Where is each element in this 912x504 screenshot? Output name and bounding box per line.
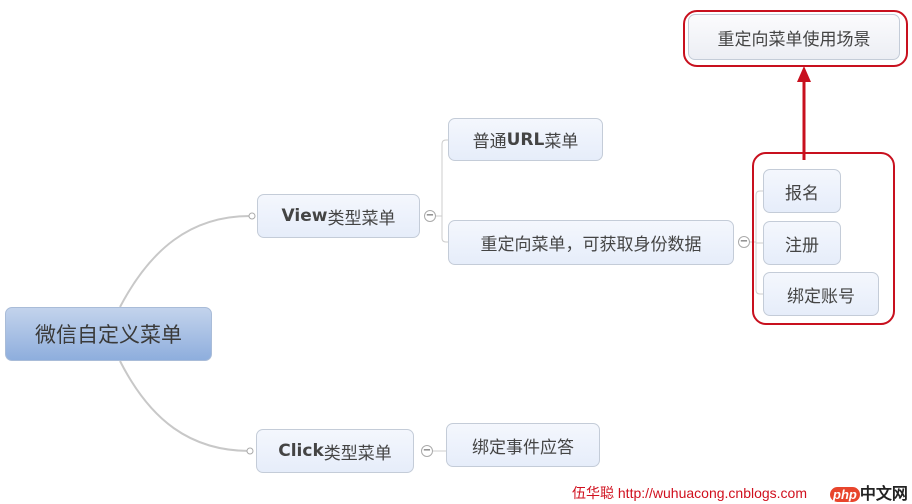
watermark-author: 伍华聪 [572, 485, 614, 501]
node-register[interactable]: 注册 [763, 221, 841, 265]
watermark: 伍华聪 http://wuhuacong.cnblogs.com [572, 483, 807, 503]
root-label: 微信自定义菜单 [35, 323, 182, 347]
node-redirect-menu[interactable]: 重定向菜单，可获取身份数据 [448, 220, 734, 265]
node-label: 注册 [785, 235, 819, 256]
node-bind-event-response[interactable]: 绑定事件应答 [446, 423, 600, 467]
watermark-url: http://wuhuacong.cnblogs.com [617, 485, 808, 501]
connector-root-view [119, 215, 251, 308]
highlight-box-callout [683, 10, 908, 67]
arrow-head [797, 66, 811, 82]
logo-cn: 中文网 [859, 486, 908, 503]
logo-php: php [830, 487, 860, 502]
highlight-box-scenarios [752, 152, 895, 325]
node-label: 重定向菜单，可获取身份数据 [480, 235, 702, 255]
node-label: 重定向菜单使用场景 [717, 29, 871, 50]
collapse-toggle-redirect[interactable]: − [738, 236, 750, 248]
collapse-toggle-click[interactable]: − [421, 445, 433, 457]
node-label: 绑定账号 [787, 286, 855, 307]
node-label: 报名 [785, 183, 819, 204]
connector-view-children [436, 139, 448, 243]
node-label: 绑定事件应答 [472, 437, 574, 458]
collapse-toggle-view[interactable]: − [424, 210, 436, 222]
node-label: 类型菜单 [327, 208, 396, 229]
node-label-bold: Click [278, 441, 324, 461]
node-signup[interactable]: 报名 [763, 169, 841, 213]
callout-node-redirect-scenarios[interactable]: 重定向菜单使用场景 [688, 14, 900, 60]
node-bind-account[interactable]: 绑定账号 [763, 272, 879, 316]
node-label-bold: URL [506, 129, 545, 150]
node-label: 普通 [472, 132, 507, 152]
root-node[interactable]: 微信自定义菜单 [5, 307, 212, 361]
node-label: 类型菜单 [323, 443, 392, 464]
node-label-bold: View [281, 206, 328, 226]
node-label: 菜单 [544, 132, 579, 152]
connector-root-click [119, 360, 251, 452]
